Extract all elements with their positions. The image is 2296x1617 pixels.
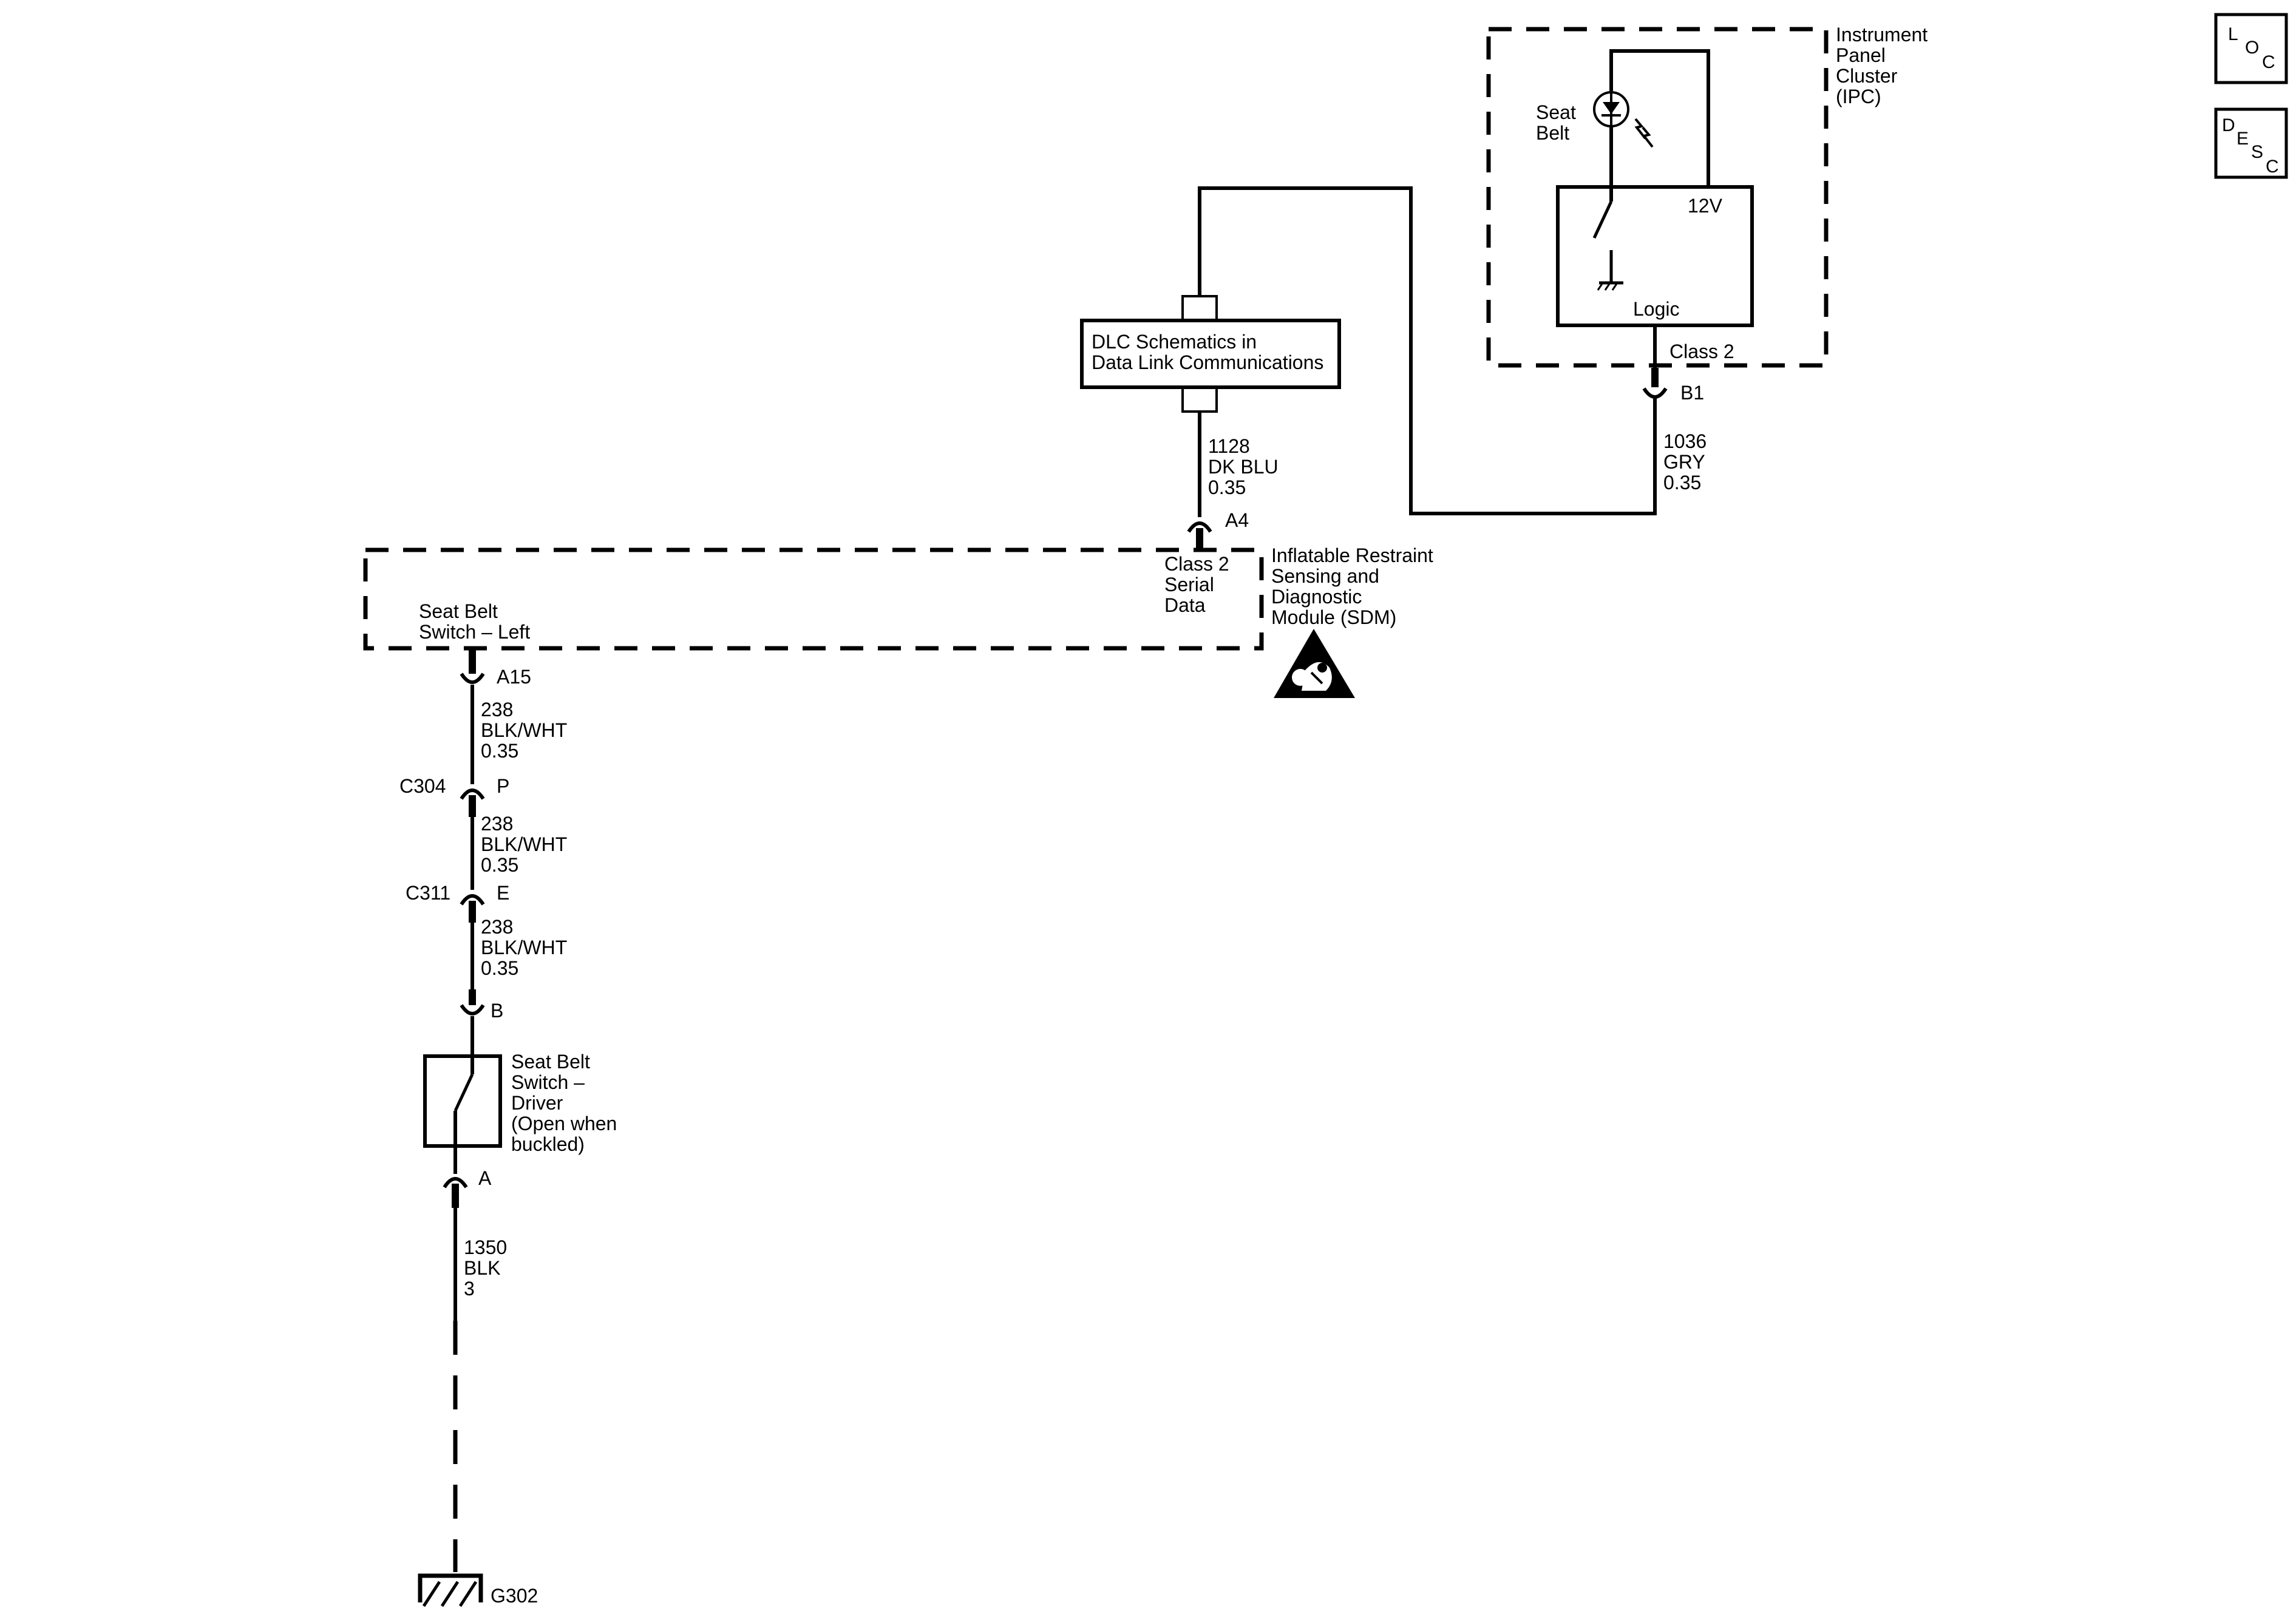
svg-text:0.35: 0.35 [481,957,518,979]
connector-c311 [460,894,485,923]
svg-text:Driver: Driver [511,1092,563,1114]
svg-text:DK BLU: DK BLU [1208,456,1279,478]
connector-switch-a [443,1177,468,1208]
svg-text:Diagnostic: Diagnostic [1271,586,1362,608]
desc-letter-e: E [2237,129,2249,149]
connector-c304-label: C304 [399,775,446,797]
svg-text:buckled): buckled) [511,1133,585,1155]
svg-text:Serial: Serial [1164,574,1214,595]
connector-sdm-a4 [1187,521,1212,550]
svg-text:3: 3 [464,1278,475,1300]
svg-text:Instrument: Instrument [1836,24,1927,46]
switch-pin-a-label: A [478,1167,492,1189]
dlc-bottom-tab [1181,386,1218,413]
dlc-top-tab [1181,295,1218,322]
ipc-logic-box [1556,185,1754,327]
wire-238-c-label: 238 BLK/WHT 0.35 [481,916,567,979]
loc-letter-c: C [2262,52,2275,72]
sdm-pin-a15-label: A15 [497,666,531,688]
wire-1350-label: 1350 BLK 3 [464,1236,507,1300]
sdm-seat-belt-switch-label: Seat Belt Switch – Left [419,600,530,643]
svg-text:1350: 1350 [464,1236,507,1258]
connector-switch-b [460,989,485,1015]
ipc-logic-label: Logic [1633,298,1680,320]
ground-g302-label: G302 [491,1585,538,1607]
svg-text:Seat: Seat [1536,101,1576,123]
connector-ipc-b1 [1642,368,1668,399]
desc-letter-d: D [2222,115,2235,135]
svg-text:Belt: Belt [1536,122,1569,144]
svg-text:Switch – Left: Switch – Left [419,621,530,643]
svg-text:BLK/WHT: BLK/WHT [481,833,567,855]
seat-belt-switch-driver-label: Seat Belt Switch – Driver (Open when buc… [511,1051,617,1155]
wire-238-a-label: 238 BLK/WHT 0.35 [481,699,567,762]
connector-c311-pin-label: E [497,882,509,904]
svg-text:238: 238 [481,699,513,720]
loc-letter-o: O [2245,38,2259,58]
sdm-serial-data-label: Class 2 Serial Data [1164,553,1229,616]
svg-text:0.35: 0.35 [1663,472,1701,493]
connector-c304-pin-label: P [497,775,509,797]
ipc-ground-icon [1597,281,1623,291]
dlc-reference-label: DLC Schematics in Data Link Communicatio… [1092,331,1323,373]
wire-1128-label: 1128 DK BLU 0.35 [1208,435,1279,498]
switch-contact-icon [453,1073,474,1112]
svg-text:BLK/WHT: BLK/WHT [481,719,567,741]
sdm-name-label: Inflatable Restraint Sensing and Diagnos… [1271,544,1433,628]
desc-letter-s: S [2251,142,2263,162]
wire-1036-label: 1036 GRY 0.35 [1663,430,1707,493]
svg-text:BLK/WHT: BLK/WHT [481,937,567,958]
svg-text:1128: 1128 [1208,435,1250,457]
svg-text:0.35: 0.35 [481,854,518,876]
wire-238-b-label: 238 BLK/WHT 0.35 [481,813,567,876]
svg-text:Cluster: Cluster [1836,65,1898,87]
ipc-pin-b1-label: B1 [1680,382,1704,404]
ipc-driver-switch-icon [1592,200,1613,283]
svg-text:Module (SDM): Module (SDM) [1271,606,1396,628]
svg-text:(IPC): (IPC) [1836,86,1881,107]
ground-g302-icon [418,1573,483,1607]
svg-text:Seat Belt: Seat Belt [511,1051,590,1073]
desc-button[interactable]: D E S C [2214,107,2288,179]
svg-text:DLC Schematics in: DLC Schematics in [1092,331,1257,353]
wire-1036 [1198,186,1657,515]
svg-text:Inflatable Restraint: Inflatable Restraint [1271,544,1433,566]
connector-sdm-a15 [460,648,485,684]
svg-text:GRY: GRY [1663,451,1705,473]
svg-text:Seat Belt: Seat Belt [419,600,498,622]
svg-text:Switch –: Switch – [511,1071,585,1093]
loc-letter-l: L [2228,24,2238,44]
ipc-boundary [1486,27,1829,368]
svg-text:1036: 1036 [1663,430,1707,452]
sdm-boundary [363,547,1264,651]
seat-belt-lamp-icon [1593,91,1654,148]
ipc-class2-label: Class 2 [1669,341,1734,362]
sdm-pin-a4-label: A4 [1225,509,1249,531]
seat-belt-switch-driver [423,1054,502,1148]
svg-text:238: 238 [481,813,513,835]
switch-pin-b-label: B [491,1000,503,1022]
ipc-12v-lamp-wire [1609,49,1710,187]
svg-text:(Open when: (Open when [511,1113,617,1134]
connector-c304 [460,788,485,817]
svg-text:Data Link Communications: Data Link Communications [1092,351,1323,373]
svg-text:Class 2: Class 2 [1164,553,1229,575]
ipc-12v-label: 12V [1688,195,1723,217]
ipc-name-label: Instrument Panel Cluster (IPC) [1836,24,1927,107]
svg-text:BLK: BLK [464,1257,500,1279]
svg-text:Data: Data [1164,594,1206,616]
svg-text:Sensing and: Sensing and [1271,565,1379,587]
desc-letter-c: C [2266,157,2279,177]
svg-text:0.35: 0.35 [481,740,518,762]
svg-text:0.35: 0.35 [1208,476,1246,498]
airbag-warning-icon [1274,629,1355,698]
svg-text:238: 238 [481,916,513,938]
seat-belt-lamp-label: Seat Belt [1536,101,1576,144]
connector-c311-label: C311 [406,882,450,904]
svg-text:Panel: Panel [1836,44,1886,66]
loc-button[interactable]: L O C [2214,13,2288,84]
